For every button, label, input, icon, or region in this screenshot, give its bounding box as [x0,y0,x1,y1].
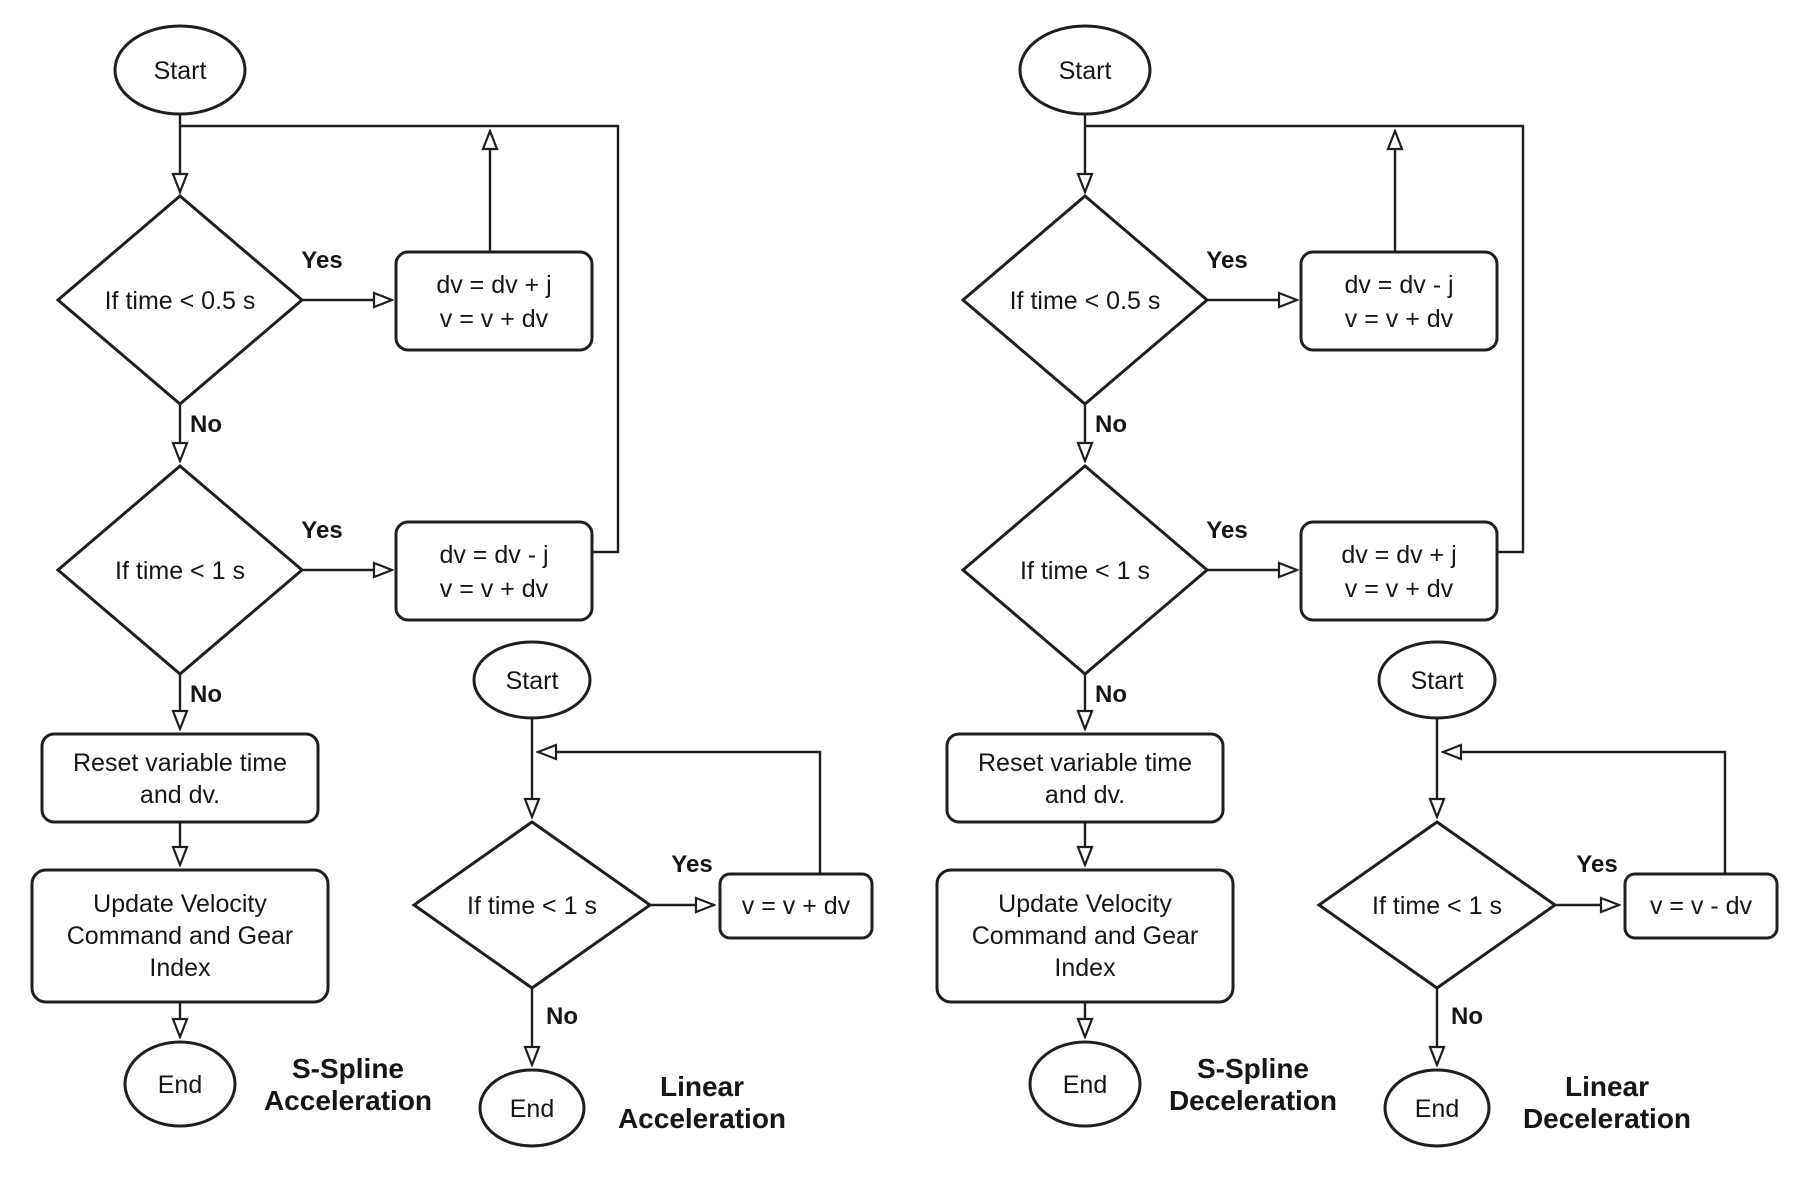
end-label: End [1063,1071,1107,1099]
connector-loop-back [1443,752,1727,874]
decision-1-label: If time < 0.5 s [105,287,256,315]
reset-box [40,732,320,824]
update-box [30,868,330,1004]
update-box-line-1: Update Velocity [93,890,267,918]
decision-1-label: If time < 0.5 s [1010,287,1161,315]
process-box-1 [1299,250,1499,352]
process-box-1 [1623,872,1779,940]
yes-label: Yes [301,247,342,274]
reset-box-line-1: Reset variable time [978,749,1192,777]
decision-1 [960,194,1210,406]
chart-caption-line-1: S-Spline [292,1053,404,1084]
start-terminator [472,640,592,720]
update-box-line-3: Index [1054,954,1116,982]
process-1-line-1: dv = dv - j [1344,271,1453,299]
no-label: No [1095,411,1127,438]
yes-label: Yes [1576,851,1617,878]
process-2-line-1: dv = dv + j [1341,541,1456,569]
end-label: End [510,1095,554,1123]
end-label: End [1415,1095,1459,1123]
chart-caption-line-1: Linear [1565,1071,1649,1102]
start-label: Start [154,57,207,85]
no-label: No [1095,681,1127,708]
process-1-line-1: dv = dv + j [436,271,551,299]
process-box-2 [394,520,594,622]
update-box-line-3: Index [149,954,211,982]
process-2-line-1: dv = dv - j [439,541,548,569]
decision-2-label: If time < 1 s [115,557,245,585]
update-box-line-2: Command and Gear [67,922,294,950]
decision-2 [55,464,305,676]
process-2-line-2: v = v + dv [440,575,549,603]
process-1-line-2: v = v + dv [440,305,549,333]
connector-loop-back [538,752,822,874]
decision-1 [1316,820,1558,990]
chart-s-spline-deceleration: Start If time < 0.5 s Yes dv = dv - j v … [935,24,1525,1128]
process-1-line-1: v = v + dv [742,892,851,920]
update-box-line-1: Update Velocity [998,890,1172,918]
chart-caption-line-2: Deceleration [1523,1103,1691,1134]
connector-loop-back [181,124,620,554]
start-terminator [1377,640,1497,720]
chart-caption-line-2: Acceleration [264,1085,432,1116]
chart-linear-acceleration: Start If time < 1 s Yes v = v + dv No En… [411,640,874,1148]
chart-caption-line-1: Linear [660,1071,744,1102]
start-terminator [1018,24,1152,116]
decision-1 [55,194,305,406]
start-label: Start [1411,667,1464,695]
end-terminator [1028,1040,1142,1128]
end-label: End [158,1071,202,1099]
reset-box-line-1: Reset variable time [73,749,287,777]
chart-caption-line-1: S-Spline [1197,1053,1309,1084]
no-label: No [190,411,222,438]
reset-box [945,732,1225,824]
process-box-1 [394,250,594,352]
end-terminator [123,1040,237,1128]
process-1-line-2: v = v + dv [1345,305,1454,333]
no-label: No [190,681,222,708]
process-box-1 [718,872,874,940]
decision-1-label: If time < 1 s [1372,892,1502,920]
chart-caption-line-2: Deceleration [1169,1085,1337,1116]
yes-label: Yes [1206,247,1247,274]
start-label: Start [1059,57,1112,85]
connector-loop-back [1086,124,1525,554]
yes-label: Yes [1206,517,1247,544]
update-box-line-2: Command and Gear [972,922,1199,950]
chart-caption-line-2: Acceleration [618,1103,786,1134]
end-terminator [478,1068,586,1148]
process-box-2 [1299,520,1499,622]
start-label: Start [506,667,559,695]
reset-box-line-2: and dv. [1045,781,1125,809]
yes-label: Yes [671,851,712,878]
end-terminator [1383,1068,1491,1148]
decision-2-label: If time < 1 s [1020,557,1150,585]
process-1-line-1: v = v - dv [1650,892,1753,920]
update-box [935,868,1235,1004]
no-label: No [1451,1003,1483,1030]
reset-box-line-2: and dv. [140,781,220,809]
yes-label: Yes [301,517,342,544]
decision-1 [411,820,653,990]
decision-2 [960,464,1210,676]
chart-linear-deceleration: Start If time < 1 s Yes v = v - dv No En… [1316,640,1779,1148]
decision-1-label: If time < 1 s [467,892,597,920]
no-label: No [546,1003,578,1030]
start-terminator [113,24,247,116]
chart-s-spline-acceleration: Start If time < 0.5 s Yes dv = dv + j v … [30,24,620,1128]
process-2-line-2: v = v + dv [1345,575,1454,603]
